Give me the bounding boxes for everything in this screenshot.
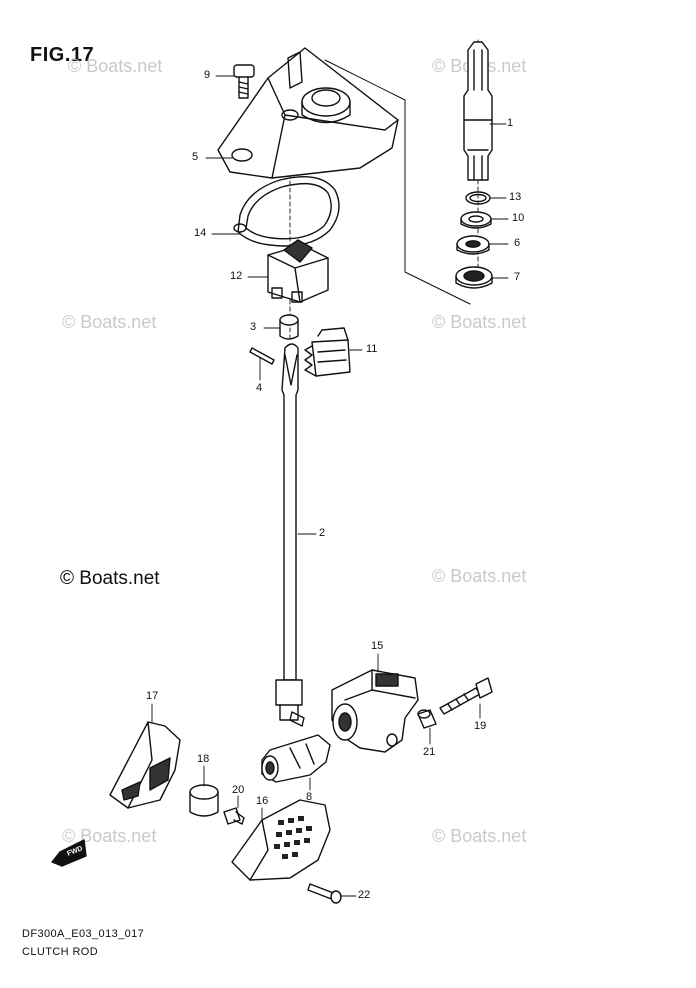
callout-19: 19 <box>474 720 487 732</box>
part-1-shaft <box>463 41 493 181</box>
callout-3: 3 <box>250 321 257 333</box>
callout-12: 12 <box>230 270 243 282</box>
part-7-seal <box>455 266 493 289</box>
callout-14: 14 <box>194 227 207 239</box>
callout-13: 13 <box>509 191 522 203</box>
part-22-screw <box>307 883 342 904</box>
part-19-bolt <box>439 677 493 715</box>
callout-11: 11 <box>366 343 378 355</box>
assembly-bracket <box>324 59 471 305</box>
callout-1: 1 <box>507 117 514 129</box>
watermark: © Boats.net <box>432 566 527 586</box>
forward-direction-icon <box>51 839 87 867</box>
part-3-collar <box>279 314 299 340</box>
diagram-name: CLUTCH ROD <box>22 946 99 958</box>
part-4-pin <box>249 347 275 365</box>
watermark: © Boats.net <box>62 312 157 332</box>
callout-10: 10 <box>512 212 525 224</box>
callout-2: 2 <box>319 527 326 539</box>
watermark: © Boats.net <box>68 56 163 76</box>
part-15-lever-housing <box>331 669 419 753</box>
leader-lines <box>151 75 509 897</box>
part-11-gear <box>304 327 351 377</box>
watermark: © Boats.net <box>62 826 157 846</box>
watermark: © Boats.net <box>432 826 527 846</box>
part-20-screw <box>223 807 245 825</box>
callout-21: 21 <box>423 746 436 758</box>
callout-18: 18 <box>197 753 210 765</box>
figure-title: FIG.17 <box>30 44 95 66</box>
part-12-block <box>267 239 329 303</box>
callout-6: 6 <box>514 237 521 249</box>
callout-17: 17 <box>146 690 159 702</box>
callout-7: 7 <box>514 271 521 283</box>
part-17-cover <box>109 721 181 809</box>
watermark: © Boats.net <box>432 312 527 332</box>
part-14-gasket <box>233 176 340 247</box>
part-9-bolt <box>233 64 255 99</box>
callout-9: 9 <box>204 69 211 81</box>
part-5-housing <box>217 47 399 179</box>
diagram-code: DF300A_E03_013_017 <box>22 928 145 940</box>
part-2-clutch-rod <box>275 343 305 727</box>
part-21-bushing <box>417 709 437 729</box>
callout-16: 16 <box>256 795 269 807</box>
callout-4: 4 <box>256 382 263 394</box>
part-10-washer <box>460 211 492 229</box>
callout-15: 15 <box>371 640 384 652</box>
callout-8: 8 <box>306 791 313 803</box>
part-18-bushing <box>189 784 219 817</box>
part-6-washer <box>456 235 490 255</box>
copyright-notice: © Boats.net <box>60 568 160 589</box>
callout-20: 20 <box>232 784 245 796</box>
callout-22: 22 <box>358 889 371 901</box>
callout-5: 5 <box>192 151 199 163</box>
part-8-clamp <box>261 734 331 783</box>
part-16-cover <box>231 799 331 881</box>
